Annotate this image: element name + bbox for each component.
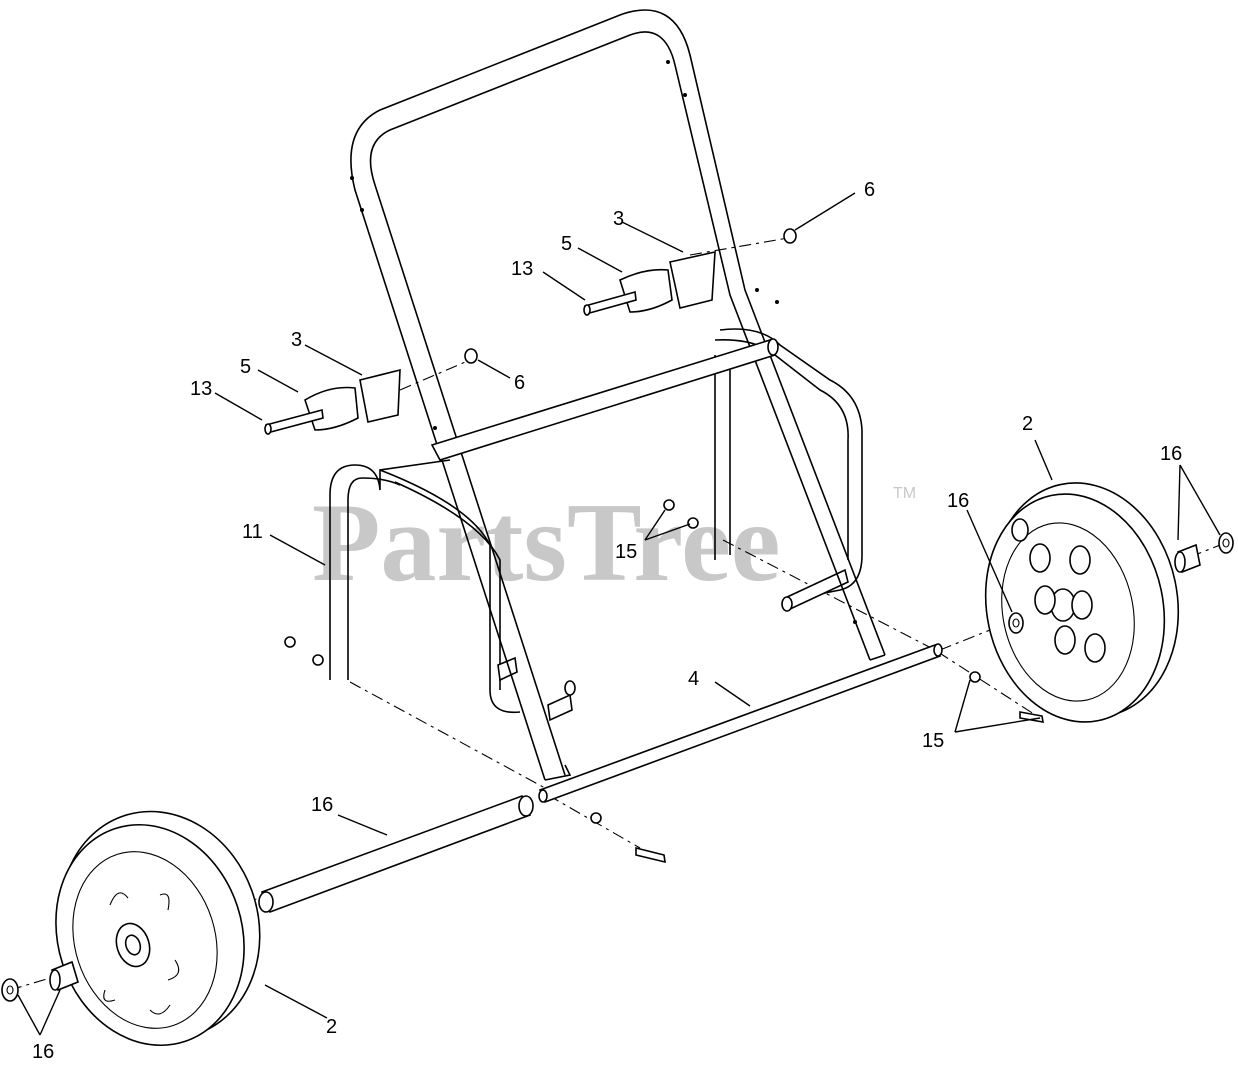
axle <box>538 643 943 804</box>
callout-16-wheel-right: 16 <box>947 490 969 512</box>
watermark: PartsTree TM <box>312 481 916 605</box>
callout-15-center: 15 <box>615 541 637 563</box>
callout-6-upper: 6 <box>864 179 875 201</box>
right-wheel-hardware <box>969 532 1234 723</box>
watermark-text: PartsTree <box>312 481 781 605</box>
hinge-bracket-lower <box>264 348 478 435</box>
center-washer-icon <box>687 517 699 529</box>
callout-13-upper: 13 <box>511 258 533 280</box>
axle-washer-icon <box>590 812 602 824</box>
left-washer-icon <box>1 978 19 1002</box>
hinge-clip-left-icon <box>304 386 359 431</box>
bushing-left-icon <box>464 348 478 364</box>
callout-15-right: 15 <box>922 730 944 752</box>
left-wheel-hardware <box>1 960 79 1002</box>
watermark-trademark: TM <box>893 485 916 502</box>
callout-11-frame: 11 <box>242 521 263 543</box>
callout-13-left: 13 <box>190 378 212 400</box>
left-wheel <box>55 810 261 1047</box>
right-bolt-icon <box>1019 711 1044 723</box>
hinge-clip-icon <box>619 268 673 313</box>
inner-washer-icon <box>1008 612 1024 634</box>
callout-2-right-wheel: 2 <box>1022 413 1033 435</box>
handle-frame <box>350 9 886 781</box>
left-frame-nut-icon <box>284 636 296 648</box>
right-wheel <box>984 482 1180 723</box>
center-hardware <box>284 499 699 864</box>
callout-16-bottom-left: 16 <box>32 1041 54 1063</box>
right-nut-icon <box>969 671 981 683</box>
callout-3-upper: 3 <box>613 208 624 230</box>
callouts: 2 2 3 3 4 5 5 6 6 11 13 13 15 15 16 16 1… <box>32 179 1182 1063</box>
hinge-plate-icon <box>669 250 716 309</box>
hinge-bracket-upper <box>583 228 797 316</box>
callout-16-axle-tube: 16 <box>311 794 333 816</box>
callout-6-left: 6 <box>514 372 525 394</box>
callout-5-left: 5 <box>240 356 251 378</box>
leader-lines <box>17 192 1221 1036</box>
bushing-icon <box>783 228 797 244</box>
callout-3-left: 3 <box>291 329 302 351</box>
axle-spacer-tube <box>258 794 534 914</box>
hinge-plate-left-icon <box>359 368 401 423</box>
center-nut-icon <box>663 499 675 511</box>
callout-2-left-wheel: 2 <box>326 1016 337 1038</box>
callout-16-right-top: 16 <box>1160 443 1182 465</box>
callout-4-axle: 4 <box>688 668 699 690</box>
left-frame-washer-icon <box>312 654 324 666</box>
axle-bolt-icon <box>635 846 666 864</box>
callout-5-upper: 5 <box>561 233 572 255</box>
outer-washer-icon <box>1218 532 1234 554</box>
